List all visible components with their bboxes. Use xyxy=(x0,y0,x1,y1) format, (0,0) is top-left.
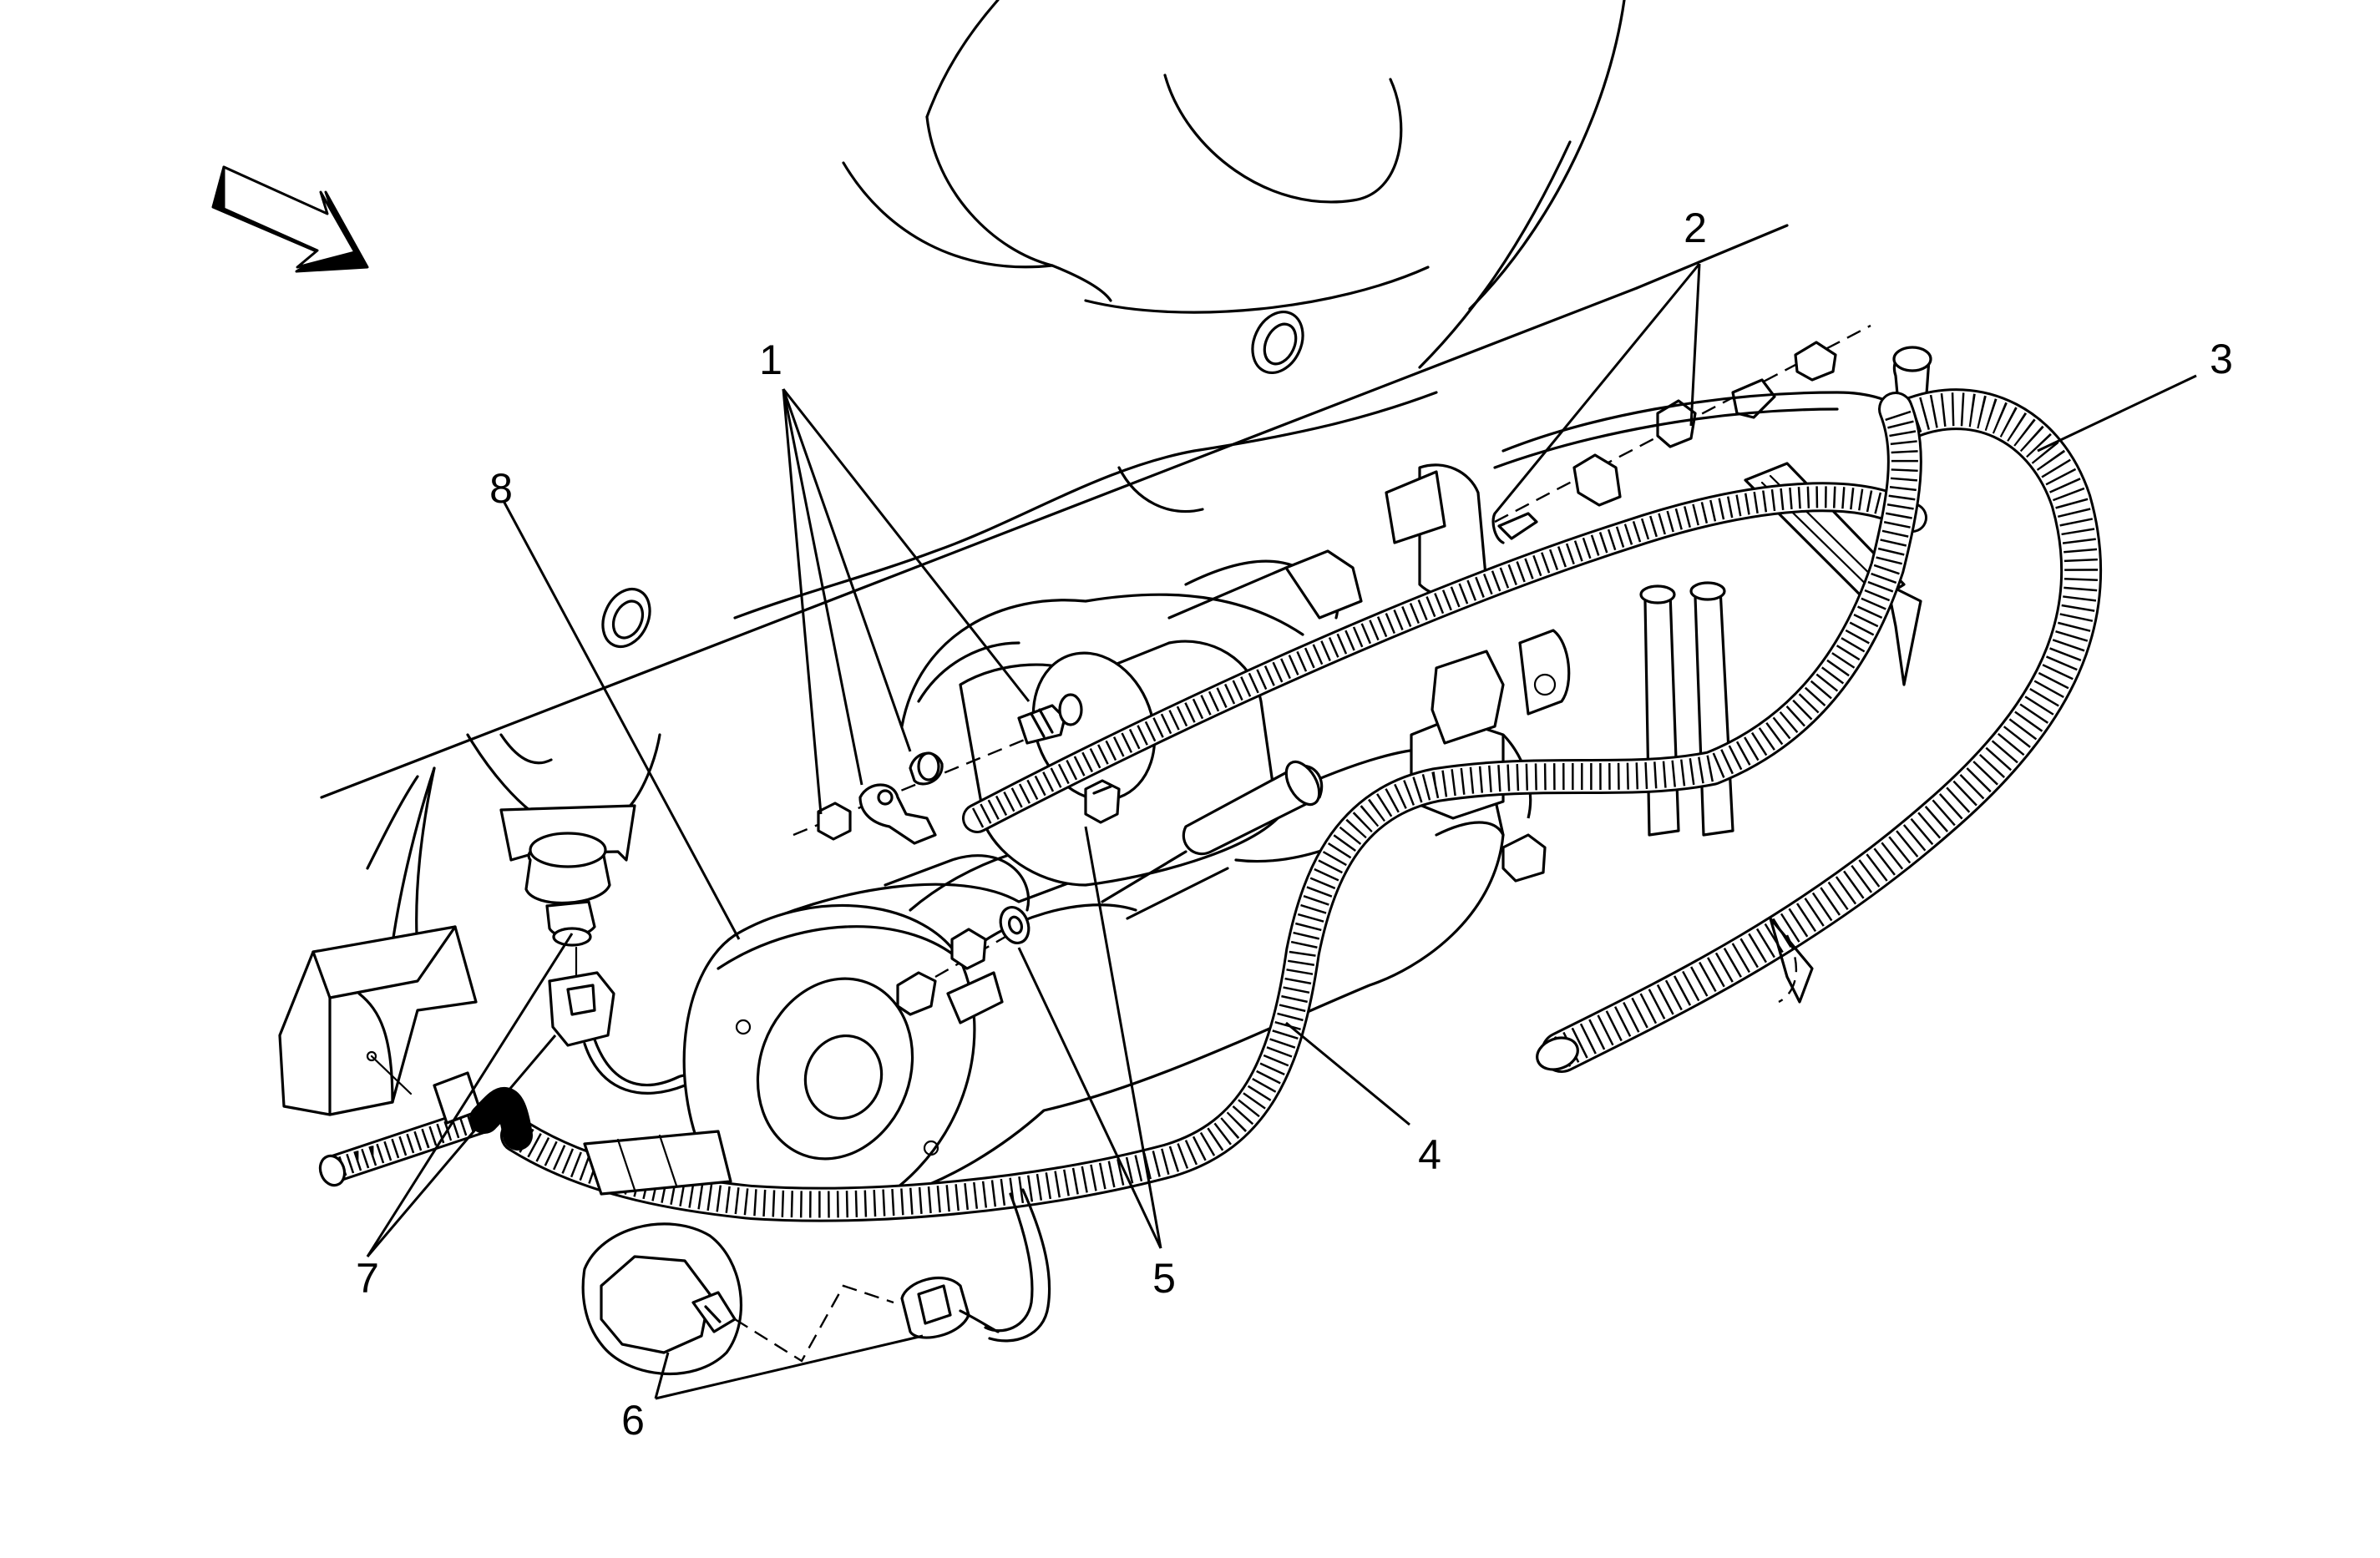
neutral-safety-switch xyxy=(524,832,706,1129)
callout-leaders xyxy=(366,263,2197,1400)
callout-labels: 1 2 3 4 5 6 7 8 xyxy=(356,205,2233,1444)
oil-pressure-sender xyxy=(581,1222,1000,1376)
battery-cable-conduit xyxy=(1536,388,2103,1073)
callout-4: 4 xyxy=(1418,1131,1441,1178)
starter-wiring-harness xyxy=(318,392,1922,1343)
starter-motor xyxy=(682,549,1547,1221)
harness-drop-wire xyxy=(1769,917,1814,1004)
view-direction-arrow-icon xyxy=(211,165,369,273)
callout-7: 7 xyxy=(356,1255,379,1302)
starter-terminal-hardware xyxy=(792,693,1121,979)
callout-2: 2 xyxy=(1684,205,1707,251)
callout-3: 3 xyxy=(2210,336,2233,382)
callout-8: 8 xyxy=(489,465,513,512)
callout-5: 5 xyxy=(1152,1255,1176,1302)
transmission-mount xyxy=(278,733,661,1116)
callout-6: 6 xyxy=(621,1397,645,1444)
engine-block-outline xyxy=(320,0,1789,799)
callout-1: 1 xyxy=(759,336,782,383)
